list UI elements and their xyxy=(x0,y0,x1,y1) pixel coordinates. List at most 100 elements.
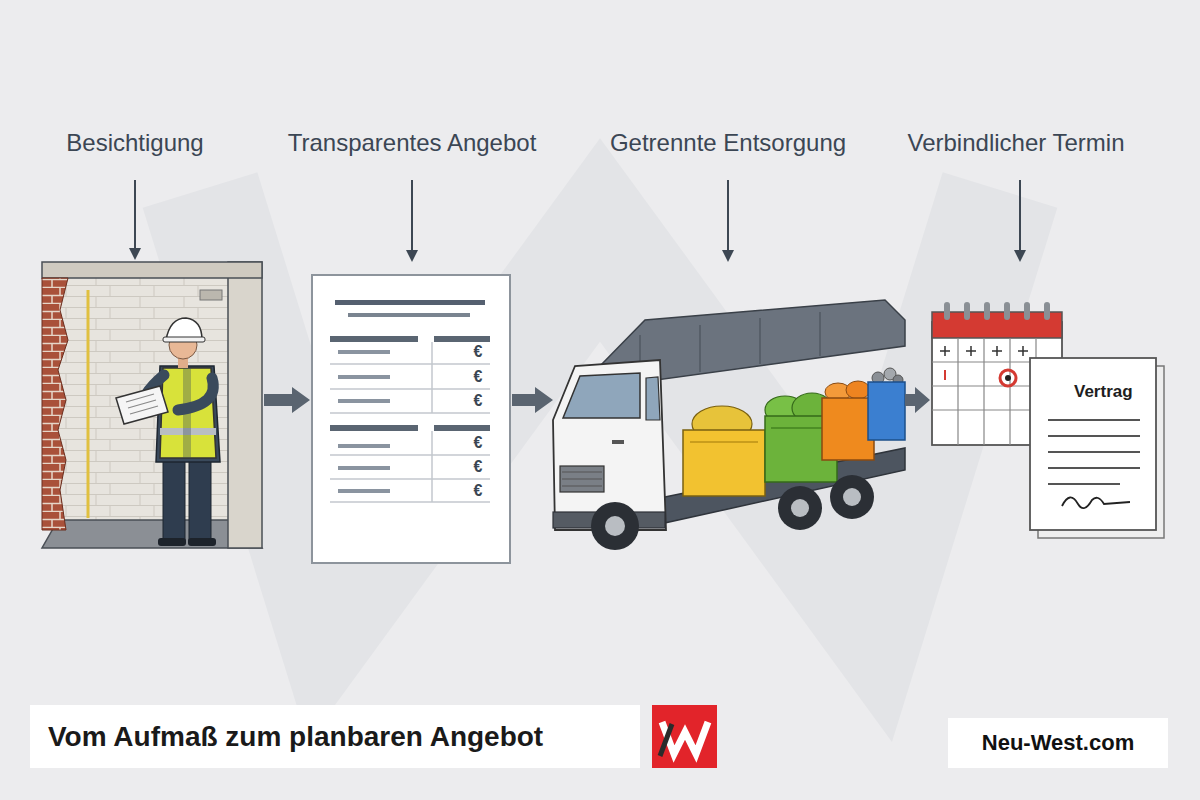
offer-document-part xyxy=(330,425,418,431)
step-panel: Besichtigung xyxy=(42,262,264,550)
calendar-and-contract-part xyxy=(1044,302,1050,320)
currency-sign: € xyxy=(474,481,483,500)
truck-part xyxy=(605,516,625,536)
truck-part xyxy=(646,377,660,420)
flow-arrow-shape xyxy=(512,387,553,413)
inspection-scene-part xyxy=(178,378,213,410)
inspection-scene-part xyxy=(116,386,168,424)
calendar-and-contract-part xyxy=(944,370,946,380)
inspection-scene-part xyxy=(42,262,262,278)
watermark xyxy=(200,190,1000,610)
offer-document-part xyxy=(338,489,390,493)
truck xyxy=(553,300,905,550)
watermark-part xyxy=(200,190,1000,610)
inspection-scene-part xyxy=(158,538,186,546)
truck-part xyxy=(830,475,874,519)
offer-document xyxy=(312,275,510,563)
down-arrows-part xyxy=(727,180,729,252)
inspection-scene-part xyxy=(200,290,222,300)
inspection-scene-part xyxy=(163,337,205,342)
truck-part xyxy=(563,373,640,418)
brand-logo-part xyxy=(652,705,717,768)
truck-part xyxy=(640,312,820,380)
step-panel: Getrennte Entsorgung xyxy=(553,285,905,555)
truck-part xyxy=(843,488,861,506)
down-arrows-part xyxy=(1014,250,1026,262)
brand-logo-part xyxy=(660,724,672,756)
calendar-and-contract-part xyxy=(1005,375,1011,381)
truck-part xyxy=(562,472,602,486)
inspection-scene xyxy=(42,262,262,548)
step-heading: Besichtigung xyxy=(66,129,203,158)
offer-document-part xyxy=(338,350,390,354)
currency-sign: € xyxy=(474,457,483,476)
step-panel: Transparentes Angebot xyxy=(310,272,512,564)
offer-document-part xyxy=(330,342,490,413)
truck-part xyxy=(778,486,822,530)
currency-sign: € xyxy=(474,342,483,361)
down-arrows-part xyxy=(1019,180,1021,252)
down-arrows-part xyxy=(411,180,413,252)
document-title: Vertrag xyxy=(1074,382,1133,402)
brand-logo xyxy=(652,705,717,768)
truck-part xyxy=(690,441,758,443)
offer-document-part xyxy=(348,313,470,317)
calendar-and-contract-part xyxy=(1030,358,1156,530)
inspection-scene-part xyxy=(163,458,185,542)
calendar-and-contract-part xyxy=(932,312,1062,338)
truck-part xyxy=(822,398,874,460)
calendar-and-contract-part xyxy=(940,346,1028,356)
inspection-scene-part xyxy=(188,538,216,546)
step-panel: Verbindlicher Termin xyxy=(930,305,1168,540)
currency-sign: € xyxy=(474,391,483,410)
down-arrows-part xyxy=(134,180,136,250)
down-arrows-part xyxy=(129,248,141,260)
offer-document-part xyxy=(434,336,490,342)
currency-sign: € xyxy=(474,367,483,386)
currency-sign: € xyxy=(474,433,483,452)
step-heading: Transparentes Angebot xyxy=(288,129,537,158)
truck-part xyxy=(612,440,624,444)
truck-part xyxy=(846,381,870,399)
offer-document-part xyxy=(338,444,390,448)
inspection-scene-part xyxy=(87,290,90,518)
calendar-and-contract-part xyxy=(1048,420,1140,484)
inspection-scene-part xyxy=(228,262,262,548)
calendar-and-contract-part xyxy=(1024,302,1030,320)
offer-document-part xyxy=(335,300,485,305)
caption-text: Vom Aufmaß zum planbaren Angebot xyxy=(30,721,543,752)
down-arrows-part xyxy=(406,250,418,262)
inspection-scene-part xyxy=(42,278,68,530)
calendar-and-contract-part xyxy=(1062,497,1130,508)
offer-document-part xyxy=(330,336,418,342)
calendar-and-contract-part xyxy=(1000,370,1016,386)
calendar-and-contract-part xyxy=(944,302,950,320)
offer-document-part xyxy=(338,375,390,379)
inspection-scene-part xyxy=(189,458,211,542)
caption-banner: Vom Aufmaß zum planbaren Angebot xyxy=(30,705,640,768)
website-badge: Neu-West.com xyxy=(948,718,1168,768)
flow-arrow xyxy=(905,387,930,413)
calendar-and-contract-part xyxy=(1004,302,1010,320)
calendar-and-contract-part xyxy=(984,302,990,320)
step-heading: Verbindlicher Termin xyxy=(908,129,1125,158)
truck-part xyxy=(791,499,809,517)
calendar-and-contract-part xyxy=(964,302,970,320)
down-arrows xyxy=(129,180,1026,262)
truck-part xyxy=(560,466,604,492)
offer-document-part xyxy=(338,399,390,403)
offer-document-part xyxy=(434,425,490,431)
truck-part xyxy=(683,430,765,496)
down-arrows-part xyxy=(722,250,734,262)
truck-part xyxy=(591,502,639,550)
flow-arrow xyxy=(512,387,553,413)
inspection-scene-part xyxy=(58,276,240,522)
inspection-scene-part xyxy=(160,368,216,458)
calendar-and-contract xyxy=(932,302,1164,538)
step-heading: Getrennte Entsorgung xyxy=(610,129,846,158)
offer-document-part xyxy=(338,466,390,470)
